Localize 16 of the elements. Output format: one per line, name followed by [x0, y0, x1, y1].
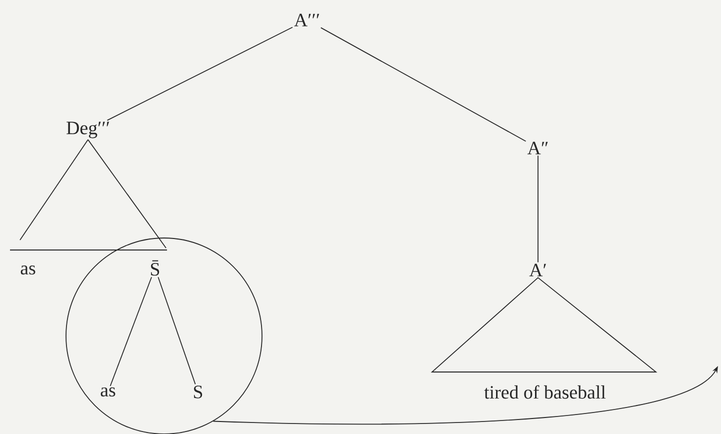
tree-label: Deg′′′ [66, 122, 110, 138]
tree-label: A′′′ [294, 14, 320, 26]
tree-label: A′ [529, 264, 546, 276]
tree-label: tired of baseball [484, 385, 606, 399]
tree-branch [158, 276, 196, 385]
tree-label: S̄ [151, 260, 160, 276]
tree-label: A″ [527, 142, 548, 154]
tree-branch [320, 27, 526, 142]
tree-label: as [20, 265, 36, 275]
tree-branch [88, 139, 166, 248]
tree-branch [106, 26, 293, 121]
tree-label: as [100, 387, 116, 397]
tree-branch [110, 276, 152, 386]
circle-outline [66, 238, 262, 434]
tree-label: S [194, 386, 202, 398]
tree-branch [20, 139, 88, 240]
